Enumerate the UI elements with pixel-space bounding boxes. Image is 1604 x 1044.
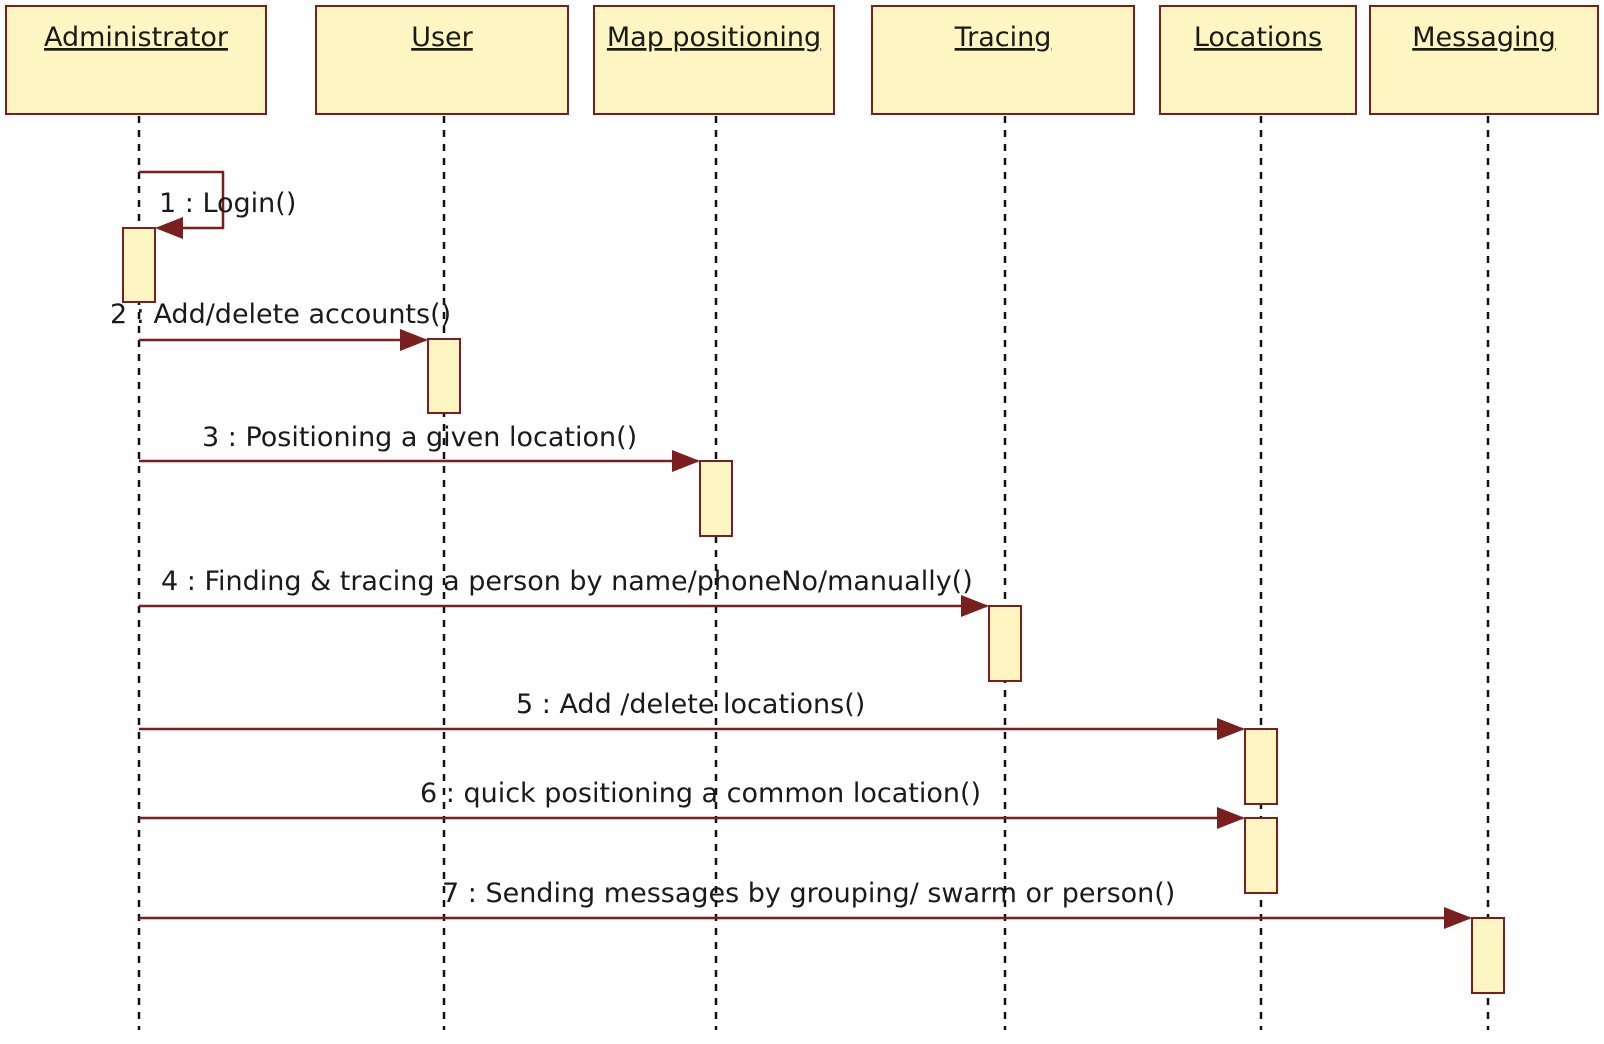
arrowhead-6 (1217, 807, 1245, 829)
lifeline-title-user: User (411, 22, 473, 53)
activation-bar-1 (122, 227, 156, 303)
lifeline-messaging: Messaging (1369, 5, 1599, 1030)
activation-bar-7 (1471, 917, 1505, 994)
lifeline-box-admin (5, 5, 267, 115)
message-1: 1 : Login() (139, 170, 296, 239)
activation-bar-4 (988, 605, 1022, 682)
arrowhead-2 (400, 329, 428, 351)
activation-bar-2 (427, 338, 461, 414)
lifeline-user: User (315, 5, 569, 1030)
arrowhead-4 (961, 595, 989, 617)
lifeline-box-locations (1159, 5, 1357, 115)
message-4: 4 : Finding & tracing a person by name/p… (139, 566, 989, 617)
arrowhead-1 (155, 217, 183, 239)
lifeline-locations: Locations (1159, 5, 1357, 1030)
message-label-5: 5 : Add /delete locations() (516, 689, 865, 720)
arrowhead-3 (672, 450, 700, 472)
message-label-3: 3 : Positioning a given location() (202, 422, 637, 453)
message-label-6: 6 : quick positioning a common location(… (420, 778, 981, 809)
activation-bar-6 (1244, 817, 1278, 894)
lifeline-title-messaging: Messaging (1412, 22, 1555, 53)
lifeline-box-user (315, 5, 569, 115)
message-6: 6 : quick positioning a common location(… (139, 778, 1245, 829)
activation-bar-5 (1244, 728, 1278, 805)
arrowhead-7 (1444, 907, 1472, 929)
message-3: 3 : Positioning a given location() (139, 422, 700, 472)
message-label-4: 4 : Finding & tracing a person by name/p… (161, 566, 973, 597)
lifeline-box-messaging (1369, 5, 1599, 115)
message-2: 2 : Add/delete accounts() (110, 299, 451, 351)
lifeline-admin: Administrator (5, 5, 267, 1030)
message-5: 5 : Add /delete locations() (139, 689, 1245, 740)
lifeline-title-tracing: Tracing (954, 22, 1052, 53)
lifeline-map: Map positioning (593, 5, 835, 1030)
lifeline-title-map: Map positioning (607, 22, 821, 53)
message-label-2: 2 : Add/delete accounts() (110, 299, 451, 330)
message-label-7: 7 : Sending messages by grouping/ swarm … (442, 878, 1175, 909)
message-label-1: 1 : Login() (159, 188, 296, 219)
arrowhead-5 (1217, 718, 1245, 740)
lifeline-title-locations: Locations (1194, 22, 1322, 53)
lifeline-title-admin: Administrator (44, 22, 229, 53)
lifeline-box-map (593, 5, 835, 115)
lifeline-box-tracing (871, 5, 1135, 115)
message-line-1 (139, 170, 225, 230)
message-7: 7 : Sending messages by grouping/ swarm … (139, 878, 1472, 929)
lifeline-tracing: Tracing (871, 5, 1135, 1030)
activation-bar-3 (699, 460, 733, 537)
